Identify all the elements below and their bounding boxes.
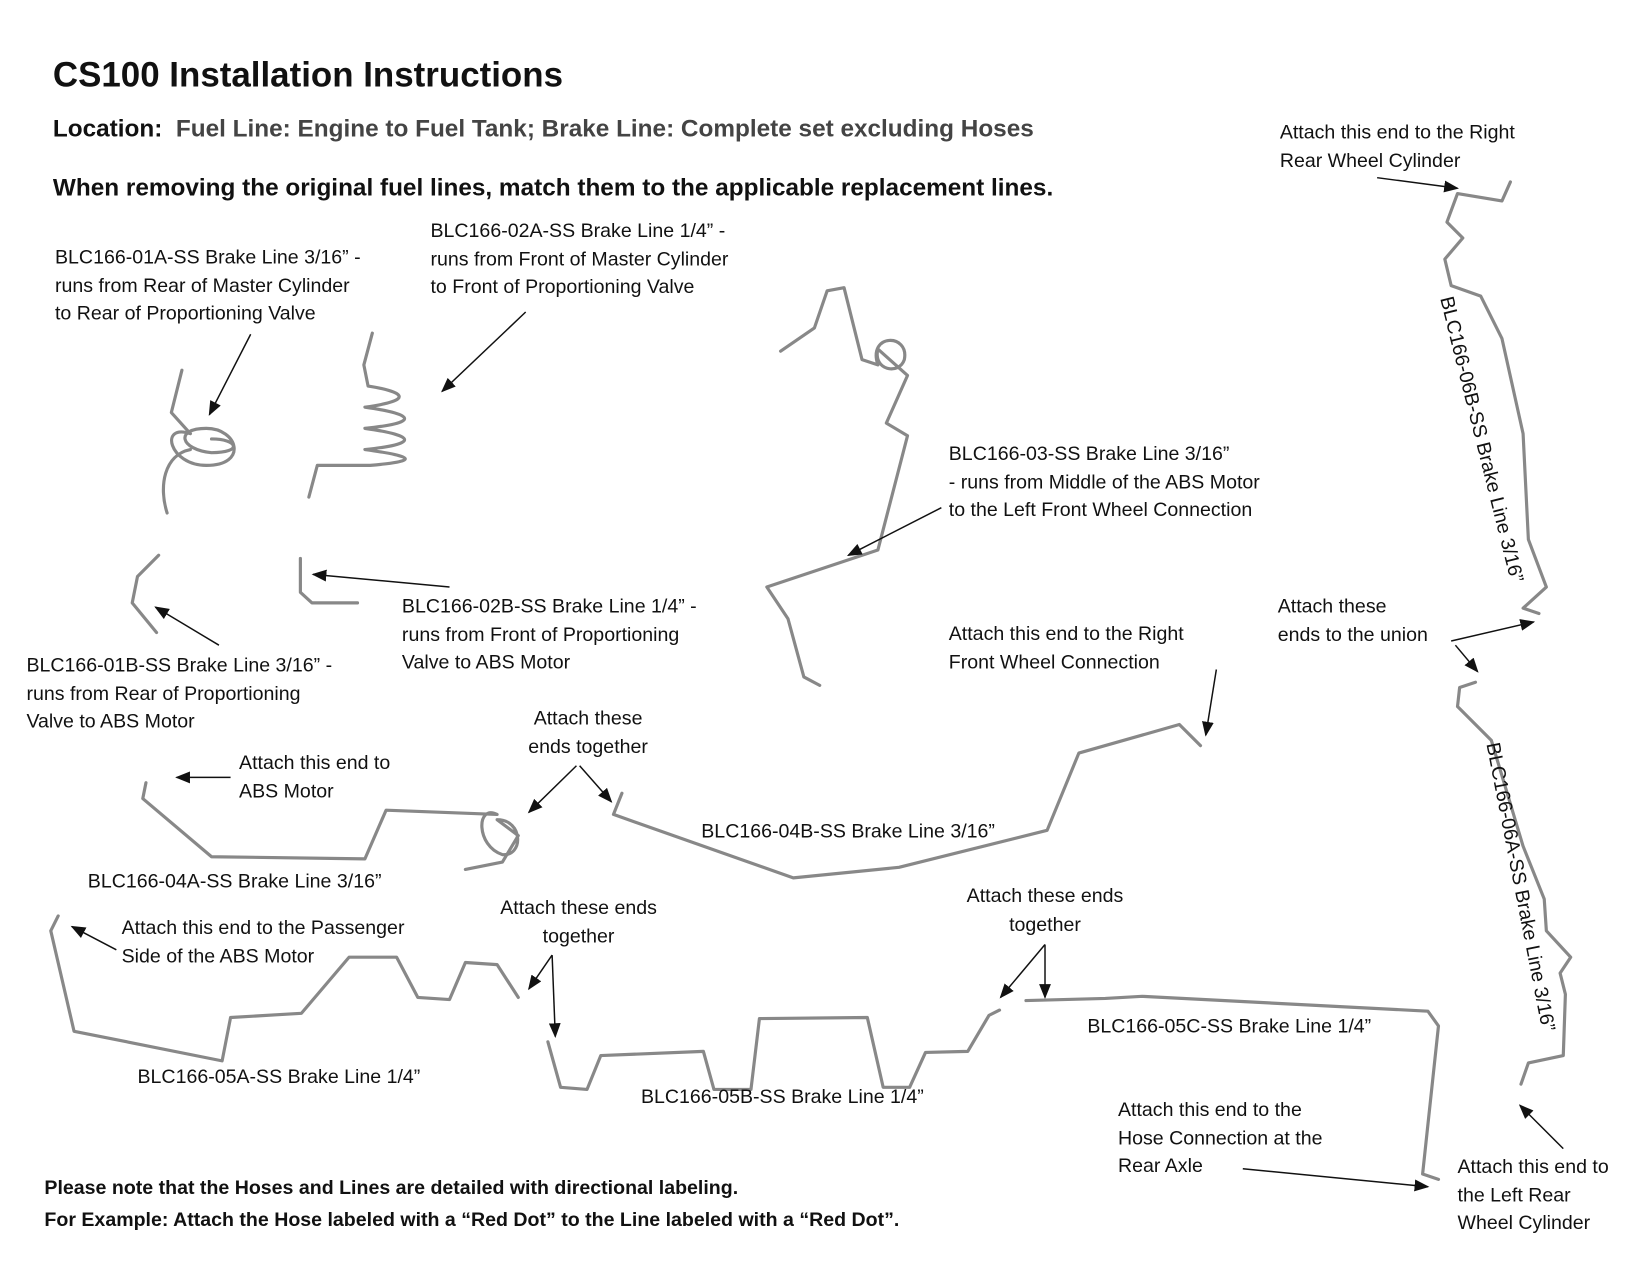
label-line: Wheel Cylinder <box>1457 1211 1591 1234</box>
label-line: Rear Wheel Cylinder <box>1279 148 1461 171</box>
location-label: Location: <box>52 114 163 142</box>
label-line: Attach this end to the <box>1117 1097 1302 1121</box>
label-line: Attach this end to <box>1457 1155 1609 1178</box>
label-line: together <box>542 923 615 947</box>
label-line: Attach this end to <box>239 750 391 774</box>
arrow <box>208 333 252 416</box>
note-ends-together-2: Attach these ends together <box>489 894 669 950</box>
note-abs-motor: Attach this end to ABS Motor <box>239 749 390 805</box>
label-line: to the Left Front Wheel Connection <box>948 498 1253 521</box>
note-union: Attach these ends to the union <box>1278 592 1428 648</box>
label-line: BLC166-01A-SS Brake Line 3/16” - <box>55 245 361 268</box>
arrow <box>311 569 450 588</box>
label-line: BLC166-01B-SS Brake Line 3/16” - <box>26 653 333 676</box>
label-02a: BLC166-02A-SS Brake Line 1/4” - runs from… <box>430 217 728 301</box>
label-line: Attach this end to the Right <box>948 621 1184 645</box>
brake-line-06b <box>1443 180 1548 616</box>
brake-line-05c <box>1024 994 1441 1181</box>
brake-line-01b <box>130 553 161 635</box>
arrow <box>154 606 220 646</box>
label-line: - runs from Middle of the ABS Motor <box>948 470 1260 493</box>
label-line: BLC166-02A-SS Brake Line 1/4” - <box>430 218 726 242</box>
label-line: Front Wheel Connection <box>948 649 1160 673</box>
brake-line-02b <box>298 556 360 605</box>
label-02b: BLC166-02B-SS Brake Line 1/4” - runs from… <box>402 592 697 676</box>
brake-line-05a <box>49 914 520 1063</box>
arrow <box>528 954 553 991</box>
brake-line-05b <box>546 1008 1002 1092</box>
footer-note: Please note that the Hoses and Lines are… <box>44 1172 899 1235</box>
label-01a: BLC166-01A-SS Brake Line 3/16” - runs fro… <box>55 243 361 327</box>
label-line: BLC166-02B-SS Brake Line 1/4” - <box>401 594 697 617</box>
label-line: to Front of Proportioning Valve <box>430 275 695 298</box>
label-line: together <box>1009 912 1081 935</box>
brake-line-04b <box>611 722 1203 880</box>
arrow <box>527 765 577 814</box>
label-line: to Rear of Proportioning Valve <box>55 301 316 324</box>
label-03: BLC166-03-SS Brake Line 3/16” - runs from… <box>949 440 1260 524</box>
arrow <box>1242 1168 1430 1192</box>
label-line: runs from Front of Proportioning <box>401 622 680 645</box>
footer-line: For Example: Attach the Hose labeled wit… <box>44 1207 900 1231</box>
label-line: runs from Front of Master Cylinder <box>430 246 729 270</box>
footer-line: Please note that the Hoses and Lines are… <box>44 1176 739 1199</box>
arrow <box>846 507 942 556</box>
arrow <box>1518 1104 1564 1150</box>
label-01b: BLC166-01B-SS Brake Line 3/16” - runs fro… <box>26 652 332 736</box>
location-line: Location: Fuel Line: Engine to Fuel Tank… <box>53 114 1034 143</box>
label-05b: BLC166-05B-SS Brake Line 1/4” <box>640 1085 924 1108</box>
brake-line-03 <box>765 286 910 687</box>
label-line: Valve to ABS Motor <box>26 709 195 732</box>
label-line: Attach these ends <box>500 895 657 919</box>
label-05c: BLC166-05C-SS Brake Line 1/4” <box>1087 1014 1372 1037</box>
label-line: ends together <box>528 734 648 757</box>
brake-line-06a <box>1455 680 1573 1086</box>
label-line: Attach these <box>1277 594 1387 617</box>
label-04a: BLC166-04A-SS Brake Line 3/16” <box>87 869 382 892</box>
note-ends-together-1: Attach these ends together <box>514 704 662 760</box>
brake-line-02a <box>307 331 407 499</box>
brake-line-04a <box>141 781 520 872</box>
note-ends-together-3: Attach these ends together <box>955 882 1135 938</box>
arrow <box>1450 619 1536 642</box>
label-line: Attach this end to the Passenger <box>121 915 405 939</box>
label-line: Valve to ABS Motor <box>401 650 571 673</box>
location-value: Fuel Line: Engine to Fuel Tank; Brake Li… <box>175 114 1034 142</box>
instruction-text: When removing the original fuel lines, m… <box>52 173 1054 201</box>
brake-line-01a <box>161 368 236 515</box>
label-line: Attach these ends <box>966 884 1124 907</box>
label-05a: BLC166-05A-SS Brake Line 1/4” <box>137 1065 421 1088</box>
label-line: runs from Rear of Master Cylinder <box>55 273 350 296</box>
arrow <box>441 311 527 393</box>
page-title: CS100 Installation Instructions <box>52 55 563 95</box>
label-line: Attach this end to the Right <box>1279 120 1515 143</box>
label-line: Rear Axle <box>1117 1153 1203 1177</box>
label-line: Side of the ABS Motor <box>121 943 315 967</box>
arrow <box>999 944 1046 999</box>
label-line: ABS Motor <box>239 778 334 802</box>
arrow <box>1202 669 1218 737</box>
arrow <box>548 955 561 1039</box>
label-line: runs from Rear of Proportioning <box>26 681 301 704</box>
label-04b: BLC166-04B-SS Brake Line 3/16” <box>701 819 995 842</box>
label-line: ends to the union <box>1277 622 1428 645</box>
arrow <box>1377 176 1459 193</box>
label-line: Attach these <box>533 706 643 729</box>
label-line: Hose Connection at the <box>1117 1125 1323 1149</box>
arrow <box>1454 644 1479 673</box>
label-line: BLC166-03-SS Brake Line 3/16” <box>948 442 1230 465</box>
label-line: the Left Rear <box>1457 1183 1571 1206</box>
arrow <box>70 925 117 951</box>
arrow <box>579 765 613 803</box>
